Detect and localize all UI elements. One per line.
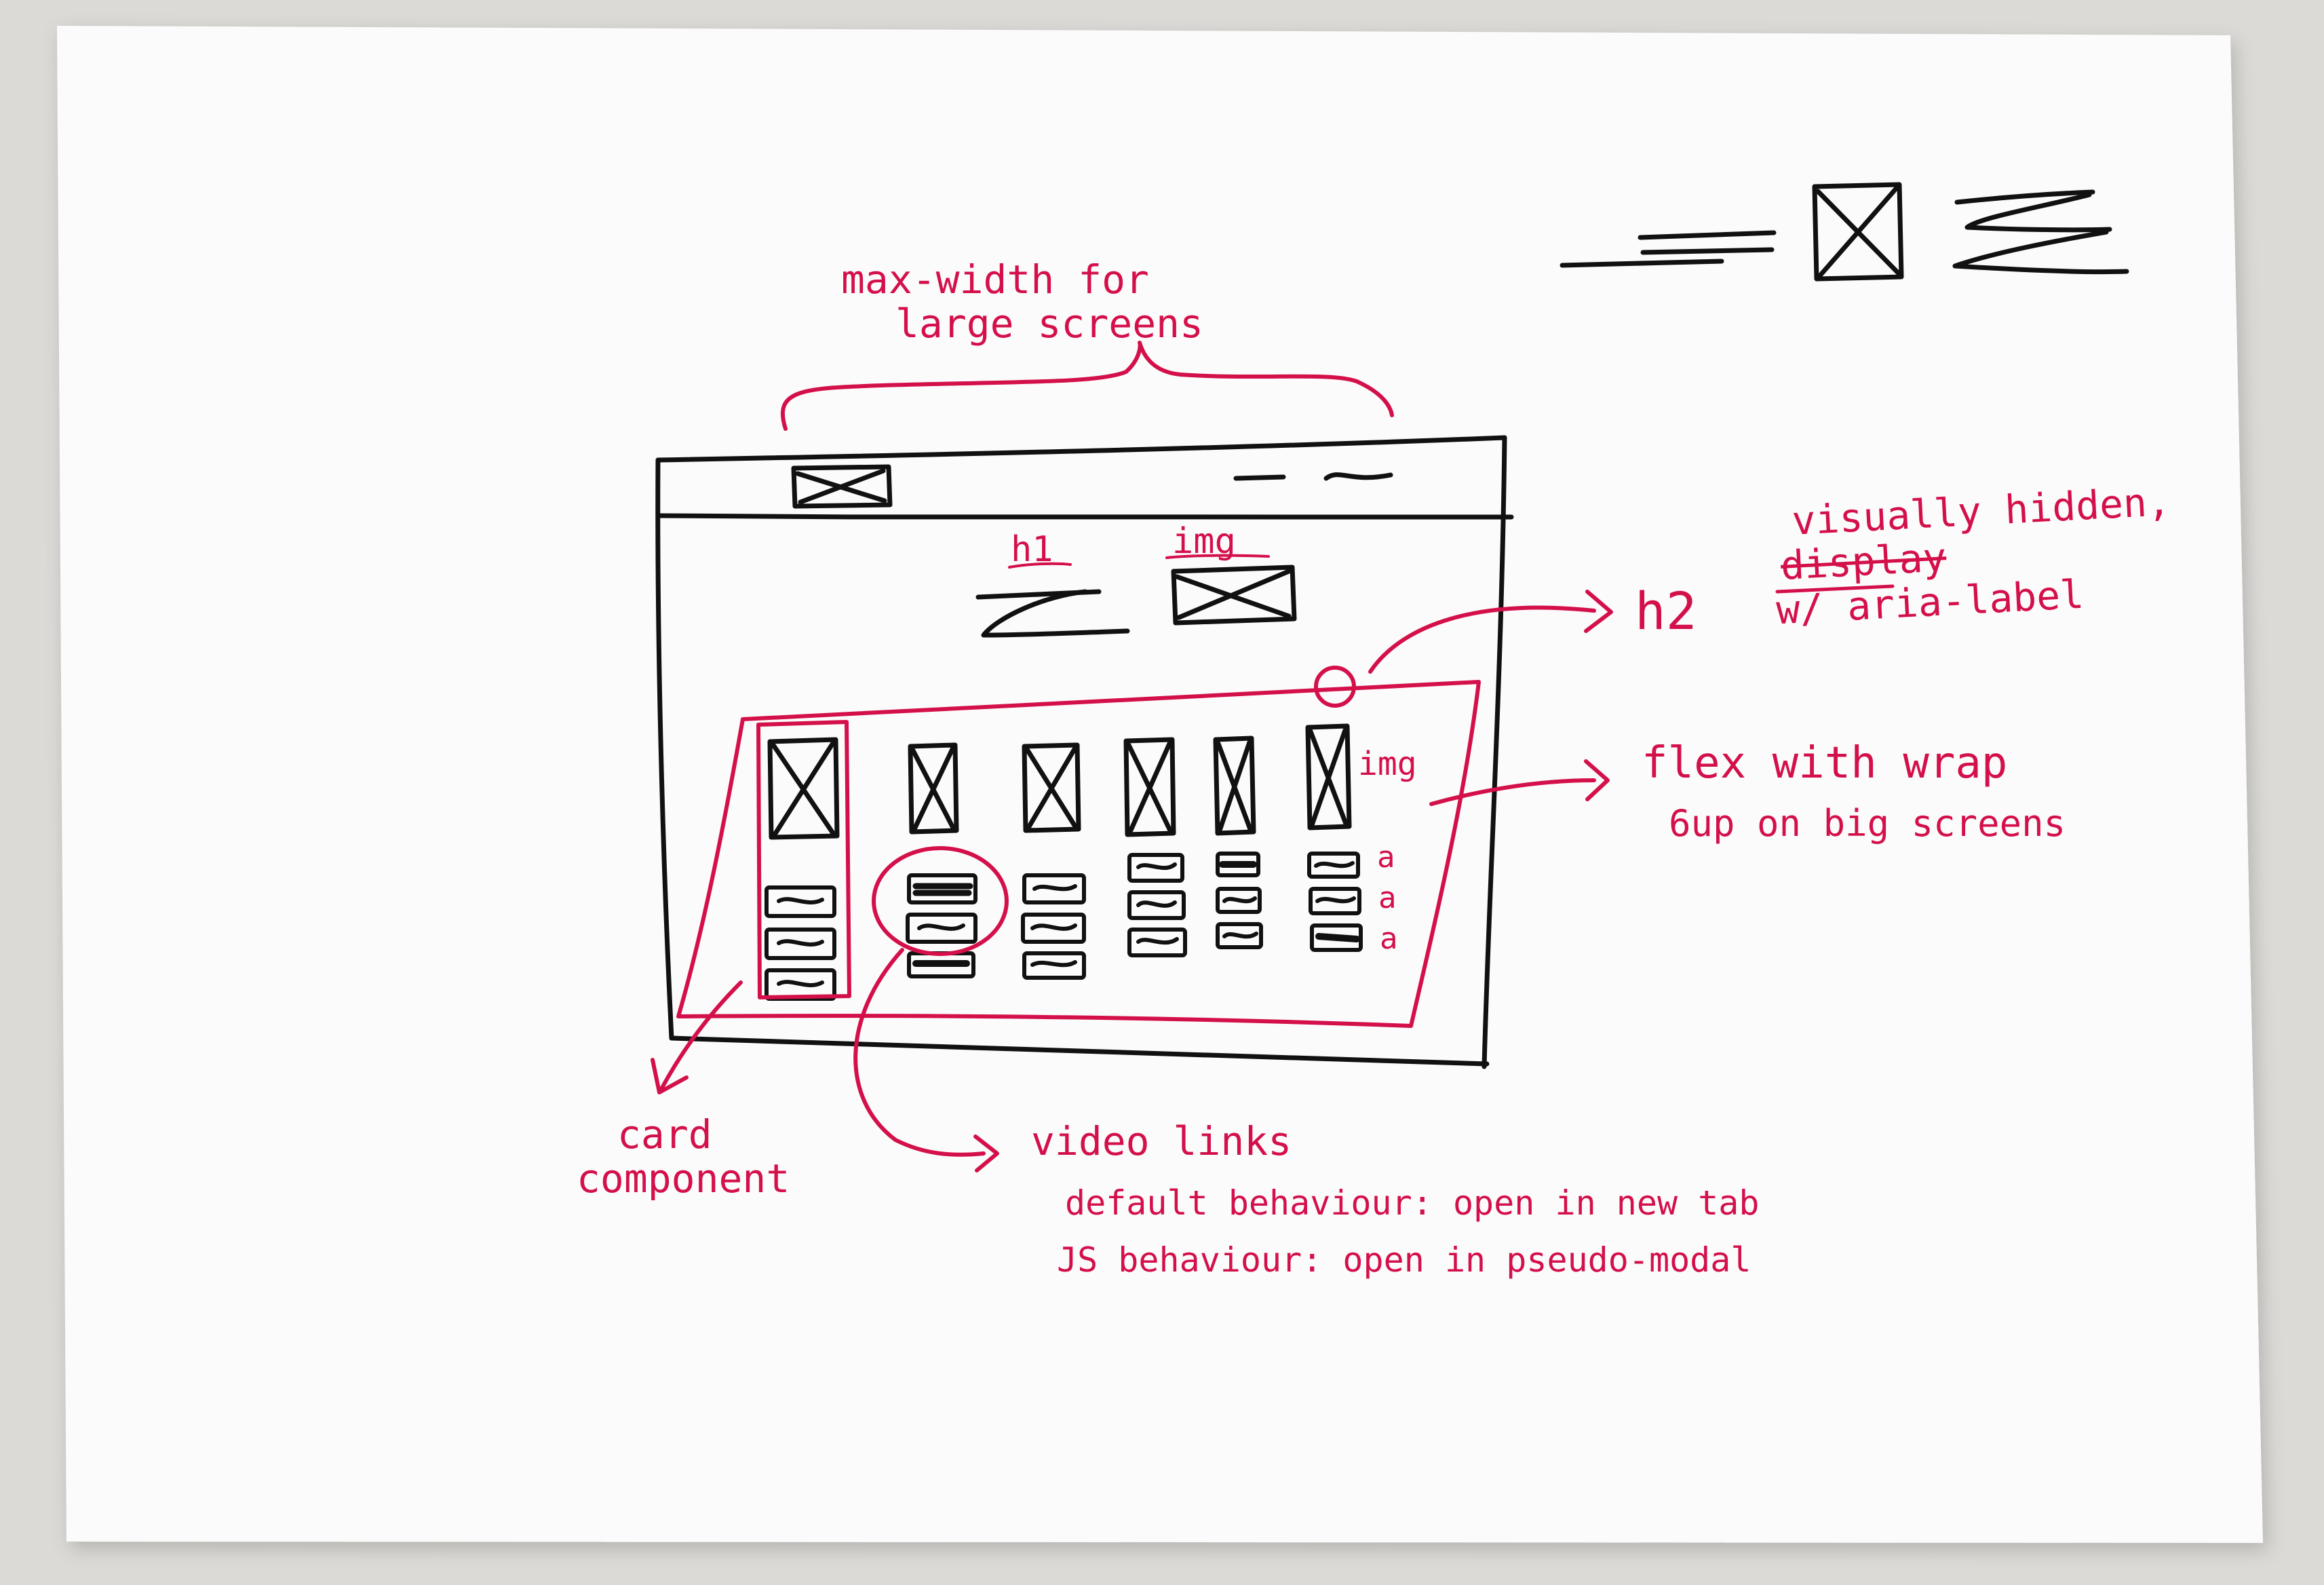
grid-outline — [676, 680, 1481, 1028]
video-link-arrow — [853, 948, 986, 1157]
flex-arrow — [1429, 778, 1596, 806]
card-component-note: card component — [577, 1111, 790, 1202]
logo-placeholder — [791, 464, 893, 509]
max-width-brace — [780, 341, 1394, 431]
link-label-3: a — [1380, 921, 1398, 956]
video-links-note: video links default behaviour: open in n… — [1031, 1118, 1760, 1280]
card-links — [764, 852, 1363, 1001]
h2-arrow — [1368, 605, 1596, 674]
h2-marker — [1314, 666, 1356, 708]
card-images — [767, 723, 1352, 840]
h2-label: h2 — [1635, 581, 1697, 641]
h1-label: h1 — [1011, 529, 1053, 570]
hero-section — [975, 565, 1297, 638]
h2-note: visually hidden, display w/ aria-label — [1775, 478, 2172, 634]
max-width-note: max-width for large screens — [841, 256, 1203, 347]
hero-img-label: img — [1172, 521, 1236, 562]
mobile-header-sketch — [1560, 182, 2129, 282]
browser-window — [655, 435, 1514, 1069]
hamburger-icon — [1952, 189, 2129, 275]
card-img-label: img — [1358, 745, 1417, 783]
video-link-marker — [872, 846, 1009, 956]
card-outline — [756, 720, 851, 999]
nav-links — [1233, 472, 1393, 481]
link-label-1: a — [1377, 840, 1395, 875]
card-arrow — [659, 980, 743, 1091]
link-label-2: a — [1378, 881, 1397, 915]
flex-note: flex with wrap 6up on big screens — [1642, 738, 2066, 845]
